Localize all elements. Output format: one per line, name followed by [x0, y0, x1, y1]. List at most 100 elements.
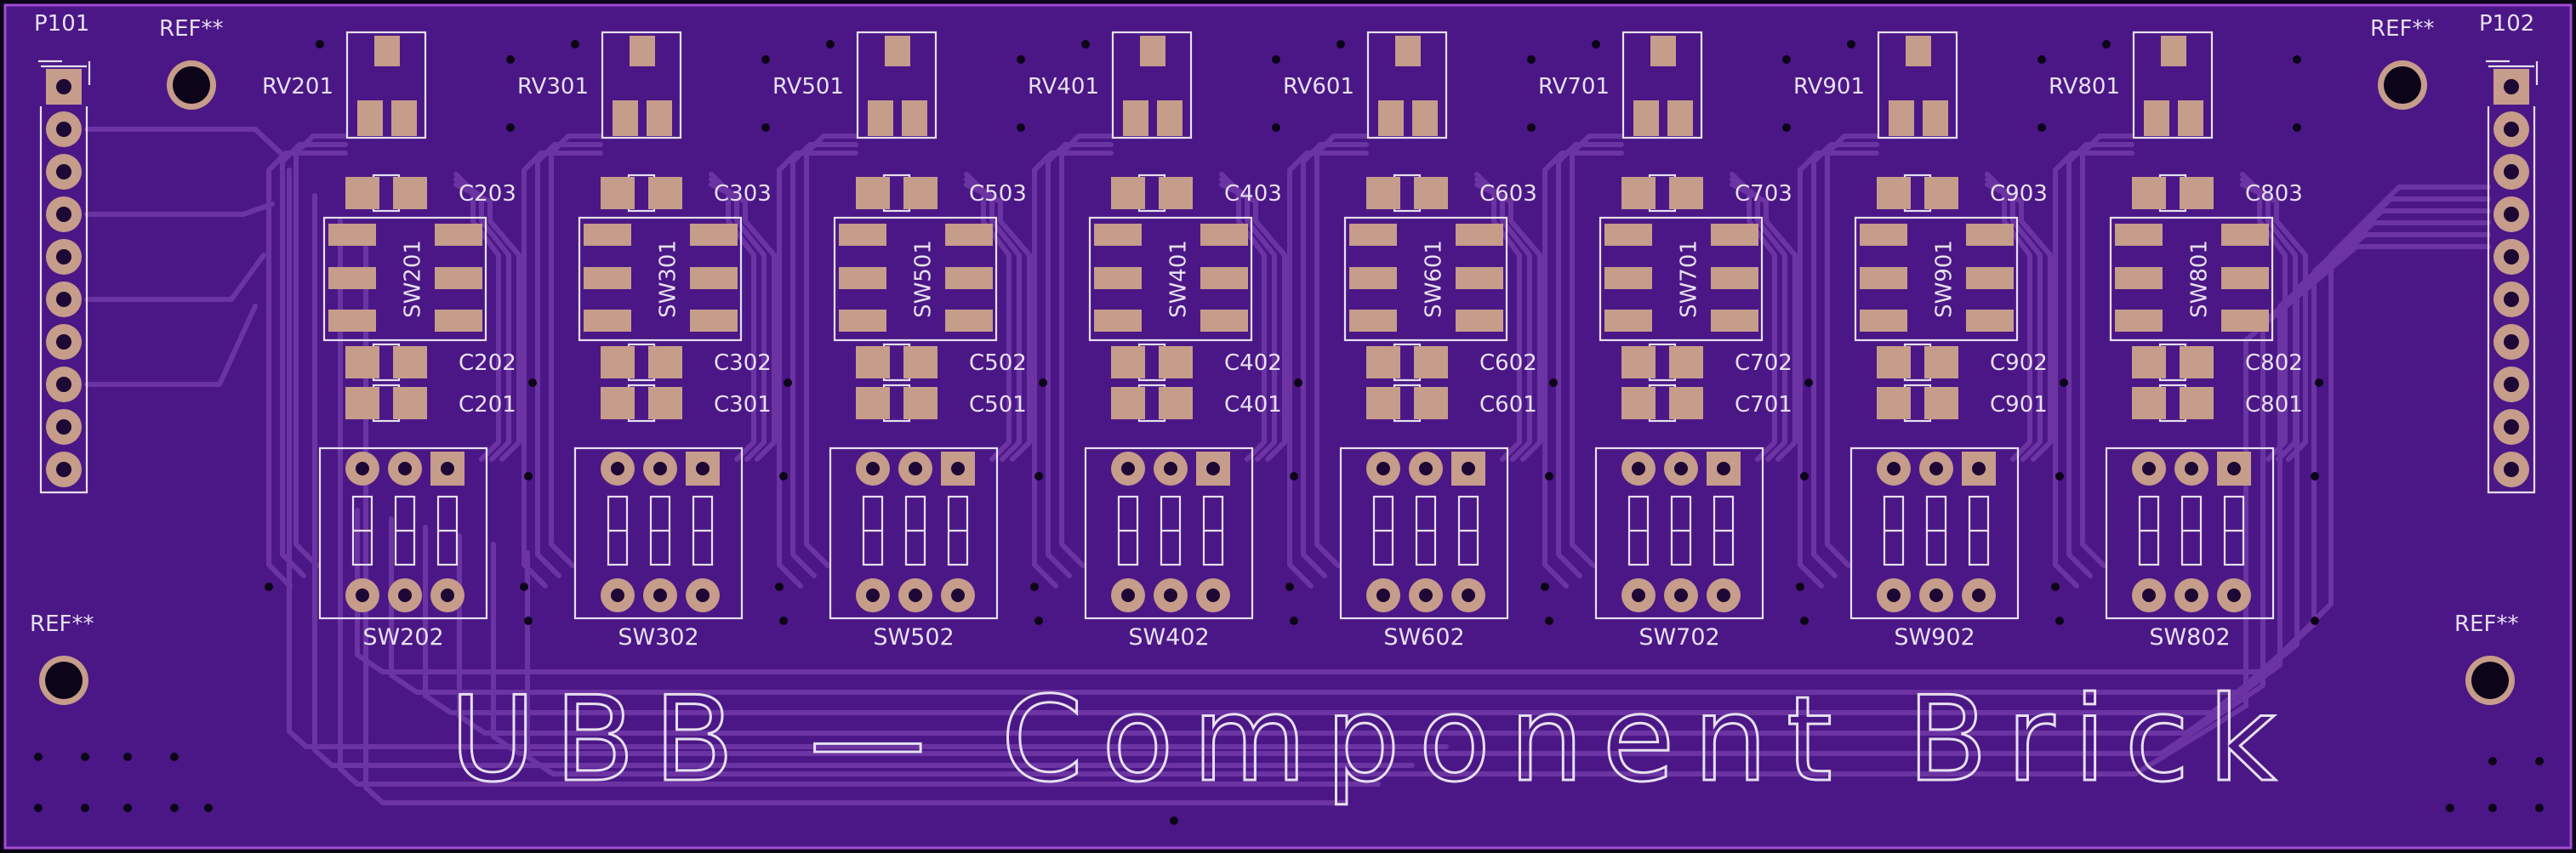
cap-pad — [393, 177, 427, 209]
copper-trace — [790, 142, 858, 578]
dip-outline — [1849, 446, 2020, 620]
via — [1294, 378, 1302, 387]
copper-trace — [521, 151, 603, 589]
via — [1017, 55, 1025, 64]
cap-ref-label: C502 — [969, 350, 1027, 376]
cap-pad — [1877, 387, 1911, 419]
copper-trace — [1287, 151, 1369, 589]
copper-trace — [1046, 142, 1114, 578]
button-pad — [2221, 224, 2269, 246]
dip-outline — [829, 446, 999, 620]
pot-pad — [613, 100, 638, 136]
pot-pad — [1906, 36, 1931, 66]
button-pad — [2221, 310, 2269, 332]
via — [2311, 617, 2319, 625]
cap-pad — [2132, 177, 2166, 209]
via — [2293, 55, 2301, 64]
button-pad — [690, 267, 738, 289]
dip-ref-label: SW602 — [1383, 624, 1464, 651]
dip-switch: SW502 — [829, 446, 999, 651]
button-outline — [1343, 216, 1508, 342]
copper-trace — [2240, 182, 2308, 462]
cap-pad — [601, 387, 635, 419]
via — [779, 617, 788, 625]
pot-pad — [1123, 100, 1148, 136]
cap-pad — [856, 346, 890, 378]
cap-pad — [1159, 387, 1193, 419]
mounting-hole: REF** — [2454, 611, 2518, 705]
hole-ref-label: REF** — [2370, 16, 2434, 42]
trimmer-pot: RV701 — [1538, 31, 1703, 139]
via — [1272, 55, 1280, 64]
pot-pad — [1633, 100, 1659, 136]
button-outline — [1854, 216, 2019, 342]
cap-pad — [345, 177, 379, 209]
pot-pad — [868, 100, 893, 136]
cap-pad — [1159, 346, 1193, 378]
button-pad — [839, 310, 886, 332]
pot-ref-label: RV701 — [1538, 74, 1610, 100]
cap-pad — [903, 387, 938, 419]
via — [2535, 757, 2544, 765]
dip-outline — [2105, 446, 2275, 620]
via — [316, 40, 324, 48]
via — [2060, 378, 2068, 387]
pot-pad — [647, 100, 672, 136]
button-pad — [584, 310, 631, 332]
copper-trace — [1059, 134, 1114, 568]
via — [2446, 804, 2454, 812]
pot-ref-label: RV801 — [2049, 74, 2120, 100]
trimmer-pot: RV301 — [517, 31, 682, 139]
hole-drill — [173, 66, 210, 104]
smd-capacitor: C302 — [601, 343, 772, 382]
dip-ref-label: SW202 — [362, 624, 443, 651]
via — [2055, 472, 2064, 481]
cap-ref-label: C702 — [1735, 350, 1792, 376]
dip-ref-label: SW302 — [618, 624, 698, 651]
channel: RV601 C603 SW601 C — [1283, 31, 1537, 651]
smd-capacitor: C403 — [1111, 173, 1282, 213]
cap-pad — [601, 177, 635, 209]
button-pad — [328, 267, 376, 289]
copper-trace — [2066, 142, 2134, 578]
cap-ref-label: C802 — [2245, 350, 2303, 376]
cap-ref-label: C701 — [1735, 392, 1792, 418]
cap-ref-label: C403 — [1224, 181, 1282, 207]
button-pad — [1200, 310, 1248, 332]
header-outline — [2486, 60, 2539, 494]
button-ref-label: SW601 — [1422, 240, 1447, 318]
smd-capacitor: C303 — [601, 173, 772, 213]
dip-ref-label: SW802 — [2149, 624, 2230, 651]
trimmer-pot: RV901 — [1793, 31, 1958, 139]
channel: RV801 C803 SW801 C — [2049, 31, 2303, 651]
header-ref-label: P101 — [34, 11, 89, 37]
button-pad — [839, 267, 886, 289]
pot-pad — [1395, 36, 1421, 66]
cap-pad — [1924, 346, 1958, 378]
smd-capacitor: C701 — [1621, 384, 1792, 423]
smd-capacitor: C902 — [1877, 343, 2048, 382]
copper-trace — [2080, 134, 2134, 568]
button-ref-label: SW201 — [401, 240, 426, 318]
via — [2051, 583, 2060, 591]
smd-capacitor: C501 — [856, 384, 1027, 423]
button-pad — [1604, 267, 1652, 289]
dip-ref-label: SW502 — [873, 624, 954, 651]
cap-pad — [345, 387, 379, 419]
cap-pad — [1111, 177, 1145, 209]
header-p101: P101 — [34, 11, 91, 494]
cap-pad — [1621, 346, 1656, 378]
smd-capacitor: C602 — [1366, 343, 1537, 382]
via — [1081, 40, 1090, 48]
cap-pad — [1414, 177, 1448, 209]
button-ref-label: SW701 — [1677, 240, 1702, 318]
copper-trace — [525, 244, 2491, 776]
via — [779, 472, 788, 481]
button-pad — [945, 224, 993, 246]
button-pad — [1966, 224, 2014, 246]
mounting-hole: REF** — [30, 611, 94, 705]
channel: RV301 C303 SW301 C — [517, 31, 772, 651]
cap-pad — [2132, 387, 2166, 419]
pot-outline — [1877, 31, 1958, 139]
dip-switch: SW702 — [1594, 446, 1764, 651]
